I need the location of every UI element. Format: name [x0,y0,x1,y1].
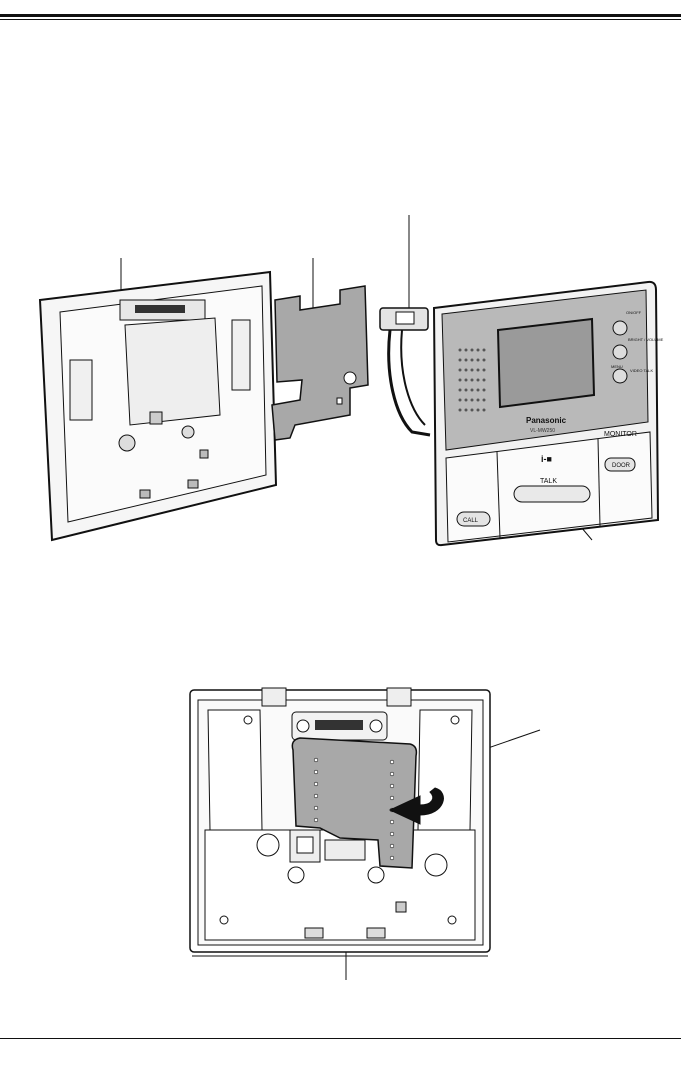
monitor-unit-drawing: Panasonic VL-MW250 ON/OFF BRIGHT / VOLUM… [432,280,664,547]
exploded-view-illustration: Panasonic VL-MW250 ON/OFF BRIGHT / VOLUM… [38,215,664,547]
door-button[interactable] [604,457,636,472]
installed-bracket-illustration [189,687,541,980]
monitor-model: VL-MW250 [530,428,555,434]
mounting-bracket-drawing [271,285,369,441]
call-button-label: CALL [463,518,479,524]
monitor-button-label: MONITOR [604,431,637,438]
video-talk-button-label: VIDEO TALK [630,368,654,373]
header-rule [0,14,681,17]
door-button-label: DOOR [612,463,631,469]
header-rule-thin [0,19,681,20]
talk-button[interactable] [513,485,591,503]
up-button[interactable] [612,320,628,336]
menu-button-label: MENU [611,364,623,369]
down-button[interactable] [612,344,628,360]
talk-icon: i-■ [541,454,552,464]
up-button-label: ON/OFF [626,310,642,315]
connector-cable-drawing [379,307,431,437]
talk-button-label: TALK [540,478,557,485]
mounting-bracket-installed-drawing [291,737,418,869]
monitor-brand: Panasonic [526,416,567,425]
call-button[interactable] [456,511,491,527]
video-talk-button[interactable] [612,368,628,384]
insert-arrow-icon [388,787,444,825]
monitor-screen [496,317,596,409]
down-button-label: BRIGHT / VOLUME [628,337,664,342]
base-unit-drawing [38,270,278,542]
footer-rule [0,1038,681,1039]
